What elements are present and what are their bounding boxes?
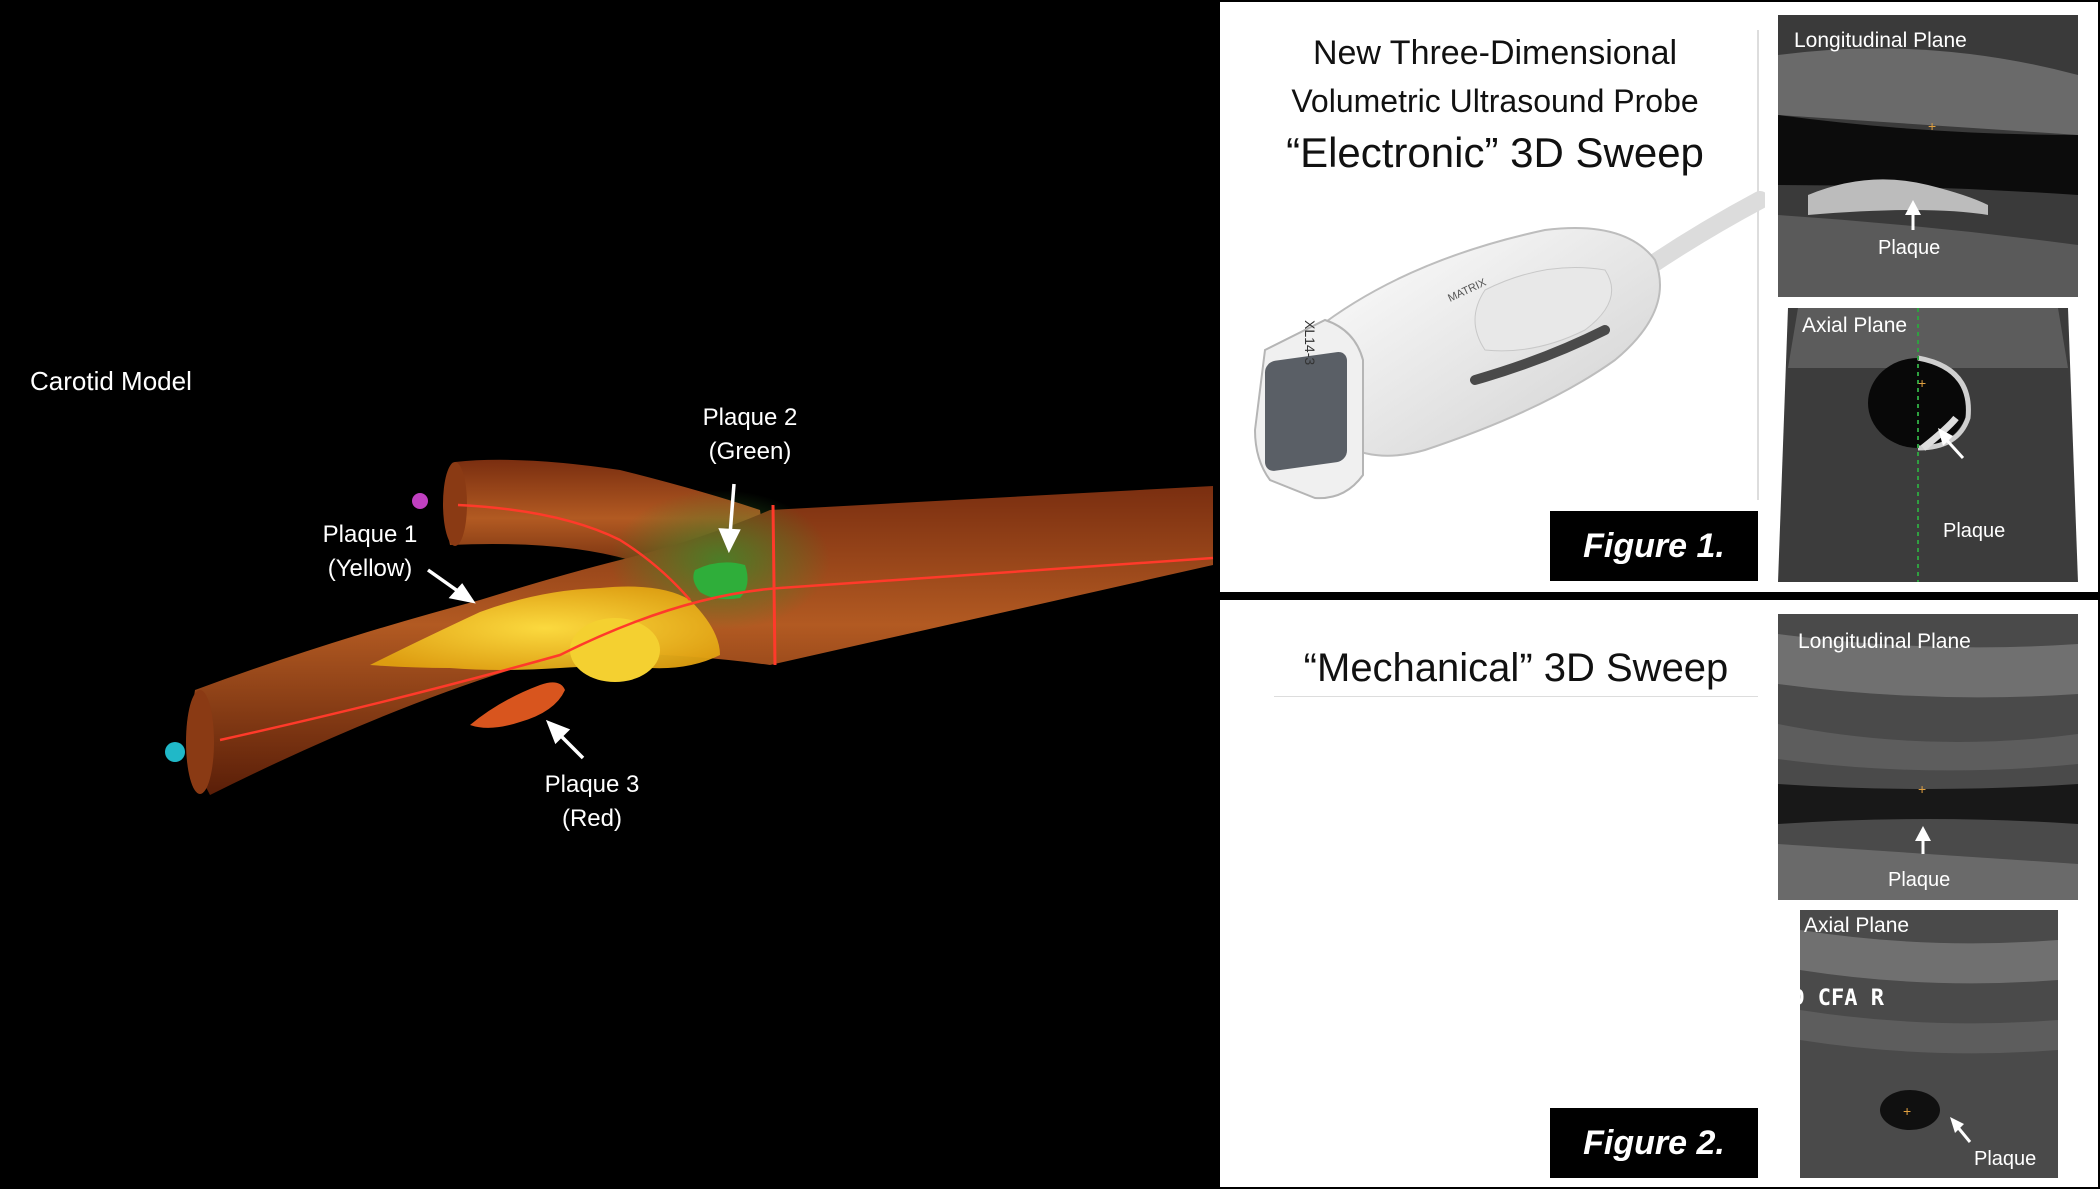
figure-2-longitudinal-title: Longitudinal Plane	[1798, 630, 1971, 653]
plaque-2-green	[693, 562, 748, 600]
centerline-branch	[457, 503, 691, 601]
figure-2-label: Figure 2.	[1550, 1108, 1758, 1178]
figure-1-longitudinal-title: Longitudinal Plane	[1794, 29, 1967, 52]
figure-1-label: Figure 1.	[1550, 511, 1758, 581]
figure-1-heading: New Three-Dimensional Volumetric Ultraso…	[1286, 34, 1704, 176]
figure-1-divider	[1757, 30, 1759, 500]
figure-1-axial-plaque-label: Plaque	[1943, 520, 2006, 542]
ultrasound-probe-image: XL14-3 MATRIX	[1253, 191, 1765, 500]
figure-2-axial-title: Axial Plane	[1804, 914, 1910, 937]
plaque-2-label: Plaque 2 (Green)	[702, 404, 798, 465]
svg-text:+: +	[1928, 118, 1936, 134]
figure-2-axial-image: + Axial Plane 3D CFA R Plaque	[1778, 910, 2078, 1178]
plaque-3-red	[470, 682, 565, 728]
centerline-main	[219, 556, 1214, 742]
plaque-3-label: Plaque 3 (Red)	[544, 771, 640, 832]
endpoint-dot-magenta	[412, 493, 428, 509]
plaque-1-label: Plaque 1 (Yellow)	[322, 521, 418, 582]
figure-1-axial-title: Axial Plane	[1802, 314, 1908, 337]
carotid-model-render	[165, 459, 1214, 795]
upper-branch-end	[443, 462, 467, 546]
lower-trunk-end	[186, 690, 214, 794]
figure-2-heading: “Mechanical” 3D Sweep	[1274, 640, 1758, 697]
figure-2-longitudinal-plaque-label: Plaque	[1888, 869, 1951, 891]
model-title: Carotid Model	[30, 366, 192, 396]
plaque-arrows	[426, 483, 741, 760]
figure-1-longitudinal-image: + Longitudinal Plane Plaque	[1778, 15, 2078, 297]
svg-text:+: +	[1918, 781, 1926, 797]
svg-text:+: +	[1918, 375, 1926, 391]
plaque-1-core	[570, 618, 660, 682]
probe-model-text: XL14-3	[1302, 320, 1318, 365]
figure-2-longitudinal-image: + Longitudinal Plane Plaque	[1778, 614, 2078, 900]
cross-section-marker	[771, 504, 777, 666]
endpoint-dot-cyan	[165, 742, 185, 762]
figure-2-axial-overlay: 3D CFA R	[1778, 986, 1884, 1011]
figure-1-longitudinal-plaque-label: Plaque	[1878, 237, 1941, 259]
figure-2-axial-plaque-label: Plaque	[1974, 1148, 2037, 1170]
svg-text:+: +	[1903, 1103, 1911, 1119]
figure-1-axial-image: + Axial Plane Plaque	[1778, 308, 2078, 582]
